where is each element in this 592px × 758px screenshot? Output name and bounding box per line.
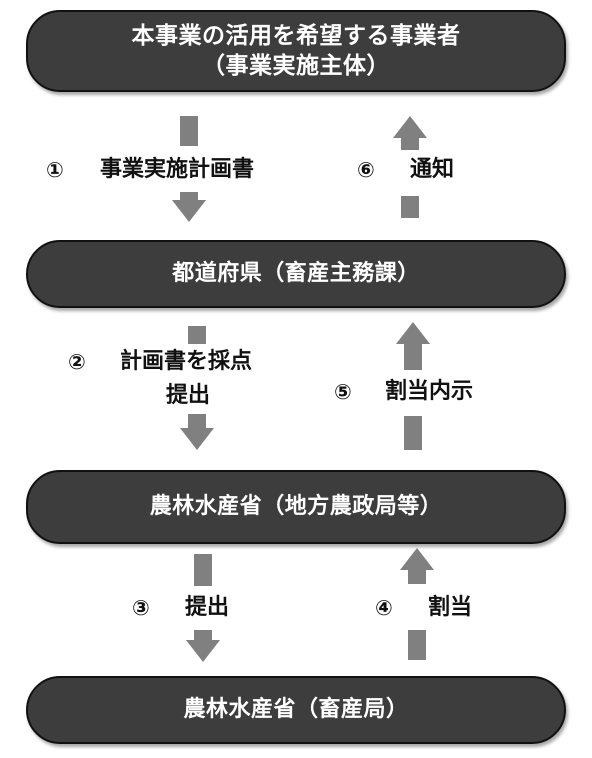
step-number-6: ⑥ — [357, 158, 375, 182]
regional-bureau-box: 農林水産省（地方農政局等） — [26, 470, 566, 544]
arrow-up-4-shaft-lower — [408, 630, 426, 660]
step-number-5: ⑤ — [334, 380, 352, 404]
step-label-4: 割当 — [428, 595, 473, 620]
arrow-up-4-icon — [400, 548, 434, 570]
box-title: 都道府県（畜産主務課） — [172, 261, 420, 286]
arrow-down-1-icon — [172, 200, 206, 222]
arrow-up-6-icon — [393, 116, 427, 138]
prefecture-box: 都道府県（畜産主務課） — [26, 240, 566, 308]
arrow-down-2-shaft — [188, 326, 206, 344]
arrow-up-5-shaft — [404, 344, 422, 370]
box-title: 農林水産省（地方農政局等） — [149, 494, 443, 519]
livestock-bureau-box: 農林水産省（畜産局） — [26, 676, 566, 744]
arrow-up-4-shaft — [408, 570, 426, 584]
arrow-down-2-icon — [180, 428, 214, 450]
box-title: 本事業の活用を希望する事業者 — [131, 23, 461, 49]
step-number-2: ② — [68, 350, 86, 374]
arrow-down-3-shaft-lower — [194, 630, 212, 640]
step-label-2a: 計画書を採点 — [120, 349, 253, 374]
step-number-1: ① — [46, 158, 64, 182]
box-title: 農林水産省（畜産局） — [183, 697, 409, 722]
arrow-down-3-icon — [186, 640, 220, 662]
step-label-6: 通知 — [410, 157, 455, 182]
arrow-up-6-shaft-lower — [401, 196, 419, 218]
step-label-5: 割当内示 — [385, 379, 474, 404]
business-operator-box: 本事業の活用を希望する事業者 （事業実施主体） — [26, 10, 566, 92]
arrow-down-1-shaft — [180, 116, 198, 146]
step-label-2b: 提出 — [166, 383, 211, 408]
step-label-1: 事業実施計画書 — [100, 157, 255, 182]
arrow-up-6-shaft — [401, 138, 419, 150]
box-subtitle: （事業実施主体） — [202, 53, 390, 79]
step-label-3: 提出 — [185, 595, 230, 620]
step-number-3: ③ — [132, 596, 150, 620]
arrow-up-5-icon — [396, 322, 430, 344]
arrow-down-3-shaft — [194, 554, 212, 586]
step-number-4: ④ — [375, 596, 393, 620]
arrow-up-5-shaft-lower — [404, 416, 422, 450]
arrow-down-2-shaft-lower — [188, 414, 206, 428]
arrow-down-1-shaft-lower — [180, 192, 198, 200]
